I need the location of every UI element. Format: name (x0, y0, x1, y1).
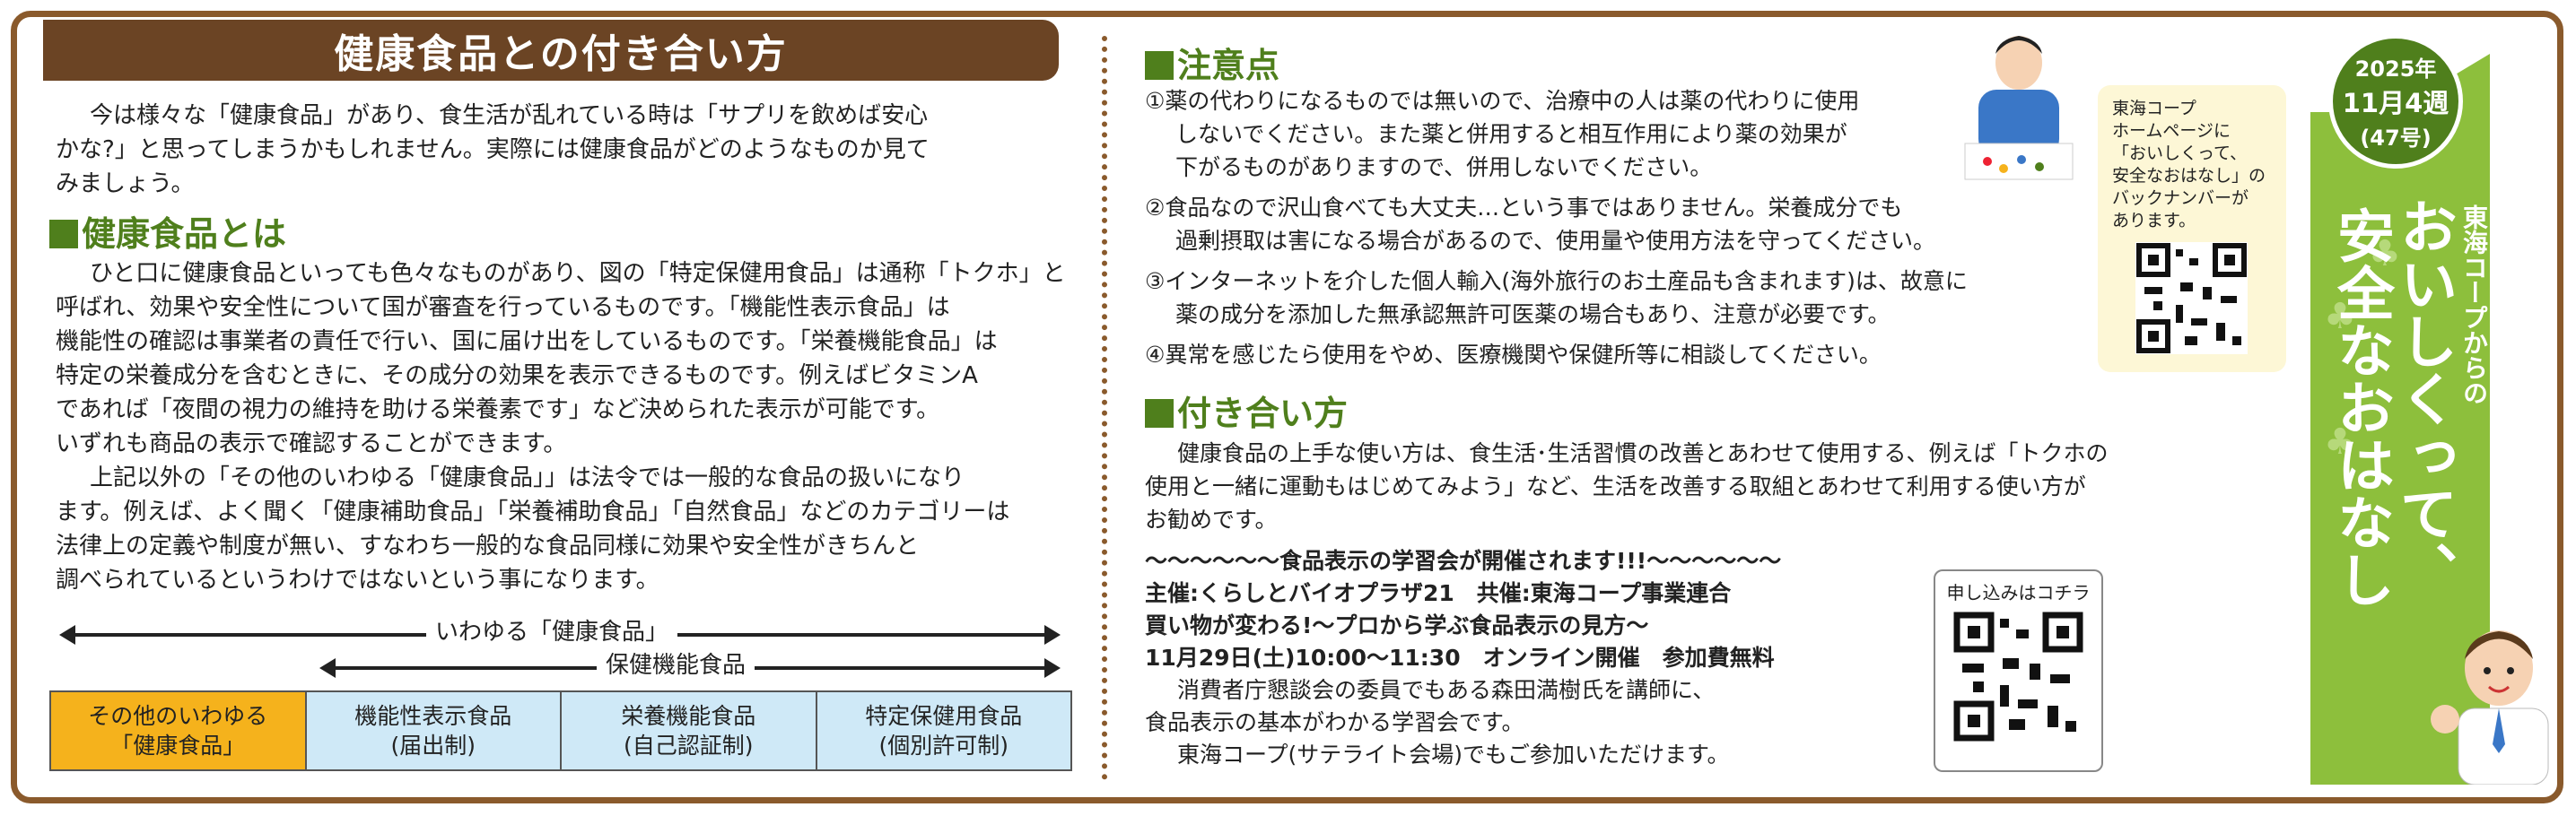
category-cell: 機能性表示食品(届出制) (306, 692, 562, 769)
text-line: 健康食品の上手な使い方は、食生活･生活習慣の改善とあわせて使用する、例えば「トク… (1177, 440, 2109, 466)
page-title: 健康食品との付き合い方 (334, 31, 788, 77)
howto-paragraph: 健康食品の上手な使い方は、食生活･生活習慣の改善とあわせて使用する、例えば「トク… (1145, 437, 2302, 536)
category-table: その他のいわゆる「健康食品」 機能性表示食品(届出制) 栄養機能食品(自己認証制… (49, 690, 1072, 771)
qr-code-icon[interactable] (2135, 242, 2248, 354)
apply-qr-box: 申し込みはコチラ (1934, 569, 2103, 772)
event-organizer: 主催:くらしとバイオプラザ21 共催:東海コープ事業連合 (1145, 580, 1732, 606)
health-food-paragraph: ひと口に健康食品といっても色々なものがあり、図の「特定保健用食品」は通称「トクホ… (56, 256, 1087, 597)
intro-paragraph: 今は様々な「健康食品」があり、食生活が乱れている時は「サプリを飲めば安心 かな?… (56, 99, 1087, 201)
square-bullet-icon (49, 220, 78, 248)
text-line: 法律上の定義や制度が無い、すなわち一般的な食品同様に効果や安全性がきちんと (56, 533, 920, 560)
presenter-illustration (2431, 630, 2549, 785)
text-line: 呼ばれ、効果や安全性について国が審査を行っているものです。「機能性表示食品」は (56, 294, 950, 321)
side-title-line2: 安全なおはなし (2327, 206, 2394, 608)
section-heading-health-food: 健康食品とは (49, 206, 286, 256)
category-cell: その他のいわゆる「健康食品」 (51, 692, 307, 769)
text-line: 機能性の確認は事業者の責任で行い、国に届け出をしているものです。「栄養機能食品」… (56, 328, 998, 355)
column-divider (1102, 36, 1107, 780)
title-banner (63, 20, 1059, 81)
caution-item: ④異常を感じたら使用をやめ、医療機関や保健所等に相談してください。 (1145, 342, 1882, 368)
title-banner-text: 健康食品との付き合い方 (63, 20, 1059, 81)
caution-item: 下がるものがありますので、併用しないでください。 (1175, 154, 1713, 180)
text-line: いずれも商品の表示で確認することができます。 (56, 430, 567, 457)
issue-week: 11月4週 (2342, 88, 2449, 118)
arrow-label-health-foods: いわゆる「健康食品」 (426, 619, 678, 646)
clover-icon: ♣ (2324, 421, 2356, 463)
text-line: 上記以外の「その他のいわゆる「健康食品」」は法令では一般的な食品の扱いになり (90, 464, 965, 491)
side-subtitle: 東海コープからの (2459, 204, 2489, 405)
event-heading: 〜〜〜〜〜〜食品表示の学習会が開催されます!!!〜〜〜〜〜〜 (1145, 548, 1782, 574)
intro-line: かな?」と思ってしまうかもしれません。実際には健康食品がどのようなものか見て (56, 136, 930, 163)
text-line: 使用と一緒に運動もはじめてみよう」など、生活を改善する取組とあわせて利用する使い… (1145, 473, 2086, 499)
caution-item: ③インターネットを介した個人輸入(海外旅行のお土産品も含まれます)は、故意に (1145, 268, 1968, 294)
issue-badge: 2025年 11月4週 (47号) (2328, 34, 2463, 169)
issue-number: (47号) (2360, 126, 2432, 151)
clover-icon: ♣ (2369, 233, 2401, 274)
caution-item: しないでください。また薬と併用すると相互作用により薬の効果が (1175, 121, 1847, 147)
section-heading-howto: 付き合い方 (1145, 386, 1348, 435)
page-border (11, 11, 2563, 803)
event-description: 消費者庁懇談会の委員でもある森田満樹氏を講師に、 (1177, 677, 1716, 703)
banner-tab (43, 20, 63, 81)
text-line: ひと口に健康食品といっても色々なものがあり、図の「特定保健用食品」は通称「トクホ… (90, 260, 1066, 287)
apply-label: 申し込みはコチラ (1946, 582, 2091, 603)
category-cell: 特定保健用食品(個別許可制) (816, 692, 1070, 769)
event-description: 食品表示の基本がわかる学習会です。 (1145, 709, 1524, 735)
event-datetime: 11月29日(土)10:00〜11:30 オンライン開催 参加費無料 (1145, 645, 1775, 671)
event-title: 買い物が変わる!〜プロから学ぶ食品表示の見方〜 (1145, 612, 1649, 638)
text-line: お勧めです。 (1145, 507, 1278, 533)
caution-list: ①薬の代わりになるものでは無いので、治療中の人は薬の代わりに使用 しないでくださ… (1145, 84, 2042, 371)
caution-item: 過剰摂取は害になる場合があるので、使用量や使用方法を守ってください。 (1175, 228, 1936, 254)
side-panel (2310, 112, 2490, 785)
clover-icon: ♣ (2324, 296, 2356, 337)
square-bullet-icon (1145, 51, 1174, 80)
intro-line: 今は様々な「健康食品」があり、食生活が乱れている時は「サプリを飲めば安心 (90, 102, 929, 129)
text-line: であれば「夜間の視力の維持を助ける栄養素です」など決められた表示が可能です。 (56, 396, 940, 423)
section-heading-caution: 注意点 (1145, 38, 1279, 87)
caution-item: ②食品なので沢山食べても大丈夫…という事ではありません。栄養成分でも (1145, 195, 1903, 221)
issue-year: 2025年 (2354, 56, 2437, 82)
text-line: 調べられているというわけではないという事になります。 (56, 567, 659, 594)
arrow-label-health-function-foods: 保健機能食品 (597, 652, 755, 679)
event-announcement: 〜〜〜〜〜〜食品表示の学習会が開催されます!!!〜〜〜〜〜〜 主催:くらしとバイ… (1145, 545, 1952, 771)
note-text: 東海コープ ホームページに 「おいしくって、 安全なおはなし」の バックナンバー… (2112, 99, 2266, 230)
intro-line: みましょう。 (56, 170, 195, 197)
caution-item: ①薬の代わりになるものでは無いので、治療中の人は薬の代わりに使用 (1145, 88, 1860, 114)
square-bullet-icon (1145, 399, 1174, 428)
text-line: 特定の栄養成分を含むときに、その成分の効果を表示できるものです。例えばビタミンA (56, 362, 978, 389)
event-description: 東海コープ(サテライト会場)でもご参加いただけます。 (1177, 742, 1730, 768)
caution-item: 薬の成分を添加した無承認無許可医薬の場合もあり、注意が必要です。 (1175, 301, 1891, 327)
category-cell: 栄養機能食品(自己認証制) (562, 692, 817, 769)
qr-code-icon[interactable] (1953, 612, 2083, 742)
person-with-pills-illustration (1964, 36, 2074, 180)
backnumber-note: 東海コープ ホームページに 「おいしくって、 安全なおはなし」の バックナンバー… (2098, 85, 2286, 372)
side-title-line1: おいしくって、 (2390, 197, 2457, 599)
text-line: ます。例えば、よく聞く「健康補助食品」「栄養補助食品」「自然食品」などのカテゴリ… (56, 499, 1010, 525)
